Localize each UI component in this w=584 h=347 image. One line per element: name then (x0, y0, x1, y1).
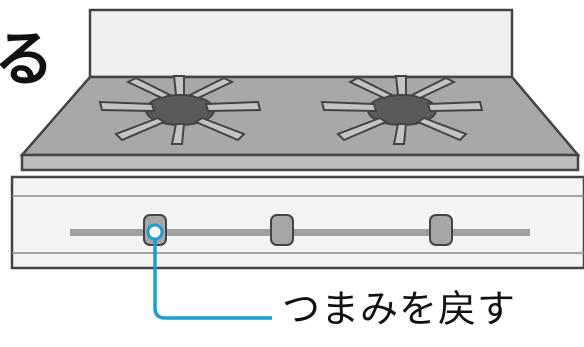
burner-left (98, 75, 262, 145)
header-fragment-text: る (0, 25, 54, 95)
knob-1[interactable] (143, 214, 167, 246)
cooktop-surface (19, 75, 581, 157)
knob-2[interactable] (270, 214, 294, 246)
knob-3[interactable] (429, 214, 453, 246)
cooktop-edge (20, 153, 580, 172)
callout-text: つまみを戻す (282, 287, 517, 331)
backsplash (88, 8, 514, 79)
knob-rail (70, 229, 530, 236)
burner-right (320, 75, 484, 145)
control-panel (10, 175, 584, 270)
callout-leader-line (153, 240, 272, 320)
